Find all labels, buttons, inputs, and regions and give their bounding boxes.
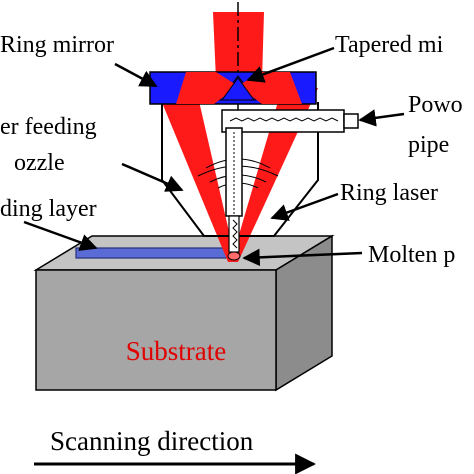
arrow-cladding-layer: [23, 220, 98, 251]
tapered-mirror-tip: [221, 77, 255, 101]
powder-pipe: [221, 109, 359, 253]
powder-pipe-end-cap: [343, 113, 359, 129]
label-feeding-nozzle-line2: ozzle: [14, 150, 65, 176]
arrow-powder-pipe: [358, 109, 405, 127]
label-ring-laser: Ring laser: [340, 180, 438, 206]
powder-stream-horizontal: [229, 117, 339, 122]
arrow-tapered-mirror: [246, 46, 335, 83]
label-molten-pool: Molten p: [368, 242, 455, 268]
substrate-label: Substrate: [126, 336, 227, 366]
label-tapered-mirror: Tapered mi: [335, 32, 444, 58]
arrow-ring-laser: [270, 192, 339, 221]
arrow-molten-pool: [242, 248, 363, 267]
label-scanning-direction: Scanning direction: [50, 426, 254, 456]
laser-through-ring-left: [176, 72, 238, 104]
label-powder-pipe-line1: Powo: [408, 92, 463, 118]
label-powder-pipe-line2: pipe: [408, 132, 449, 158]
cladding-layer-bead: [75, 247, 235, 259]
label-feeding-nozzle-line1: er feeding: [0, 114, 97, 140]
label-ring-mirror: Ring mirror: [0, 32, 114, 58]
arrow-ring-mirror: [114, 62, 158, 88]
ring-laser-left: [156, 88, 236, 262]
label-cladding-layer: ding layer: [0, 196, 97, 222]
arrow-feeding-nozzle: [121, 162, 184, 192]
substrate-front-face: [35, 269, 277, 391]
molten-pool: [227, 251, 241, 261]
powder-stream-vertical: [232, 219, 238, 249]
substrate-block: Substrate: [33, 234, 335, 392]
